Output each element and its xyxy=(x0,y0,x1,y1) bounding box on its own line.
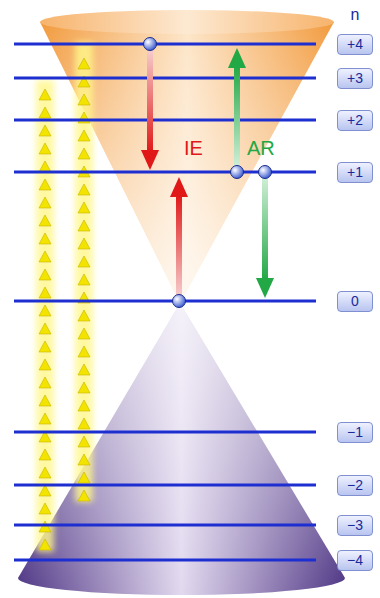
absorption-arrowhead xyxy=(39,89,51,100)
absorption-arrowhead xyxy=(39,341,51,352)
level-index-box: +4 xyxy=(337,34,373,55)
absorption-arrowhead xyxy=(78,472,90,483)
ar-arrow-shaft xyxy=(234,66,240,166)
absorption-arrowhead xyxy=(39,107,51,118)
level-index: −3 xyxy=(347,518,363,532)
absorption-arrowhead xyxy=(39,233,51,244)
absorption-arrowhead xyxy=(78,202,90,213)
absorption-glow xyxy=(36,80,54,552)
level-index: 0 xyxy=(351,294,359,308)
absorption-arrowhead xyxy=(39,359,51,370)
absorption-arrowhead xyxy=(78,256,90,267)
ie-arrow-shaft xyxy=(147,50,153,152)
absorption-arrowhead xyxy=(78,418,90,429)
level-index: −4 xyxy=(347,553,363,567)
process-label: AR xyxy=(247,138,275,158)
level-index: +4 xyxy=(347,37,363,51)
level-line xyxy=(14,524,316,527)
level-index: +2 xyxy=(347,113,363,127)
absorption-arrowhead xyxy=(39,485,51,496)
absorption-arrowhead xyxy=(39,503,51,514)
electron-dot xyxy=(173,295,186,308)
absorption-arrowhead xyxy=(78,382,90,393)
absorption-arrowhead xyxy=(39,251,51,262)
ar-arrow-head xyxy=(228,48,246,68)
level-line xyxy=(14,77,316,80)
absorption-arrowhead xyxy=(78,490,90,501)
level-line xyxy=(14,119,316,122)
level-index: −1 xyxy=(347,425,363,439)
level-index-box: −4 xyxy=(337,550,373,571)
absorption-arrowhead xyxy=(39,467,51,478)
absorption-arrowhead xyxy=(78,454,90,465)
absorption-arrowhead xyxy=(78,328,90,339)
level-index-box: +3 xyxy=(337,68,373,89)
level-line xyxy=(14,484,316,487)
valence-cone xyxy=(18,303,345,595)
level-line xyxy=(14,300,316,303)
absorption-arrowhead xyxy=(39,413,51,424)
absorption-arrowhead xyxy=(78,310,90,321)
absorption-arrowhead xyxy=(39,449,51,460)
absorption-arrowhead xyxy=(78,436,90,447)
absorption-arrowhead xyxy=(39,287,51,298)
level-line xyxy=(14,559,316,562)
level-index-box: 0 xyxy=(337,291,373,312)
level-line xyxy=(14,431,316,434)
electron-dot xyxy=(231,166,244,179)
level-line xyxy=(14,43,316,46)
ar-arrow-shaft xyxy=(262,178,268,280)
electron-dot xyxy=(259,166,272,179)
absorption-arrowhead xyxy=(39,323,51,334)
absorption-arrowhead xyxy=(39,539,51,550)
level-index: +3 xyxy=(347,71,363,85)
absorption-arrowhead xyxy=(39,179,51,190)
electron-dot xyxy=(144,38,157,51)
absorption-arrowhead xyxy=(39,125,51,136)
level-index-box: −1 xyxy=(337,422,373,443)
absorption-arrowhead xyxy=(78,346,90,357)
level-index-box: −3 xyxy=(337,515,373,536)
absorption-arrowhead xyxy=(39,377,51,388)
level-index: −2 xyxy=(347,478,363,492)
absorption-arrowhead xyxy=(78,148,90,159)
absorption-arrowhead xyxy=(78,220,90,231)
level-index-box: +1 xyxy=(337,162,373,183)
landau-levels xyxy=(14,44,316,560)
absorption-arrowhead xyxy=(78,274,90,285)
absorption-arrowhead xyxy=(78,364,90,375)
absorption-arrowhead xyxy=(78,58,90,69)
absorption-arrowhead xyxy=(78,94,90,105)
ar-arrow-head xyxy=(256,278,274,298)
absorption-arrowhead xyxy=(39,269,51,280)
conduction-cone-top xyxy=(40,10,334,34)
absorption-arrowhead xyxy=(78,400,90,411)
absorption-arrowhead xyxy=(78,184,90,195)
level-index-box: −2 xyxy=(337,475,373,496)
valence-cone-shade xyxy=(18,303,345,595)
absorption-arrowhead xyxy=(39,197,51,208)
ie-arrow-head xyxy=(141,150,159,170)
absorption-arrowhead xyxy=(78,238,90,249)
absorption-arrowhead xyxy=(39,305,51,316)
level-index: +1 xyxy=(347,165,363,179)
absorption-arrowhead xyxy=(39,215,51,226)
process-label: IE xyxy=(184,138,203,158)
absorption-arrowhead xyxy=(39,161,51,172)
ie-arrow-shaft xyxy=(176,195,182,296)
axis-heading: n xyxy=(351,7,360,23)
level-index-box: +2 xyxy=(337,110,373,131)
absorption-arrowhead xyxy=(39,395,51,406)
ie-arrow-head xyxy=(170,177,188,197)
absorption-arrows xyxy=(39,58,90,550)
absorption-arrowhead xyxy=(78,130,90,141)
absorption-arrowhead xyxy=(39,143,51,154)
